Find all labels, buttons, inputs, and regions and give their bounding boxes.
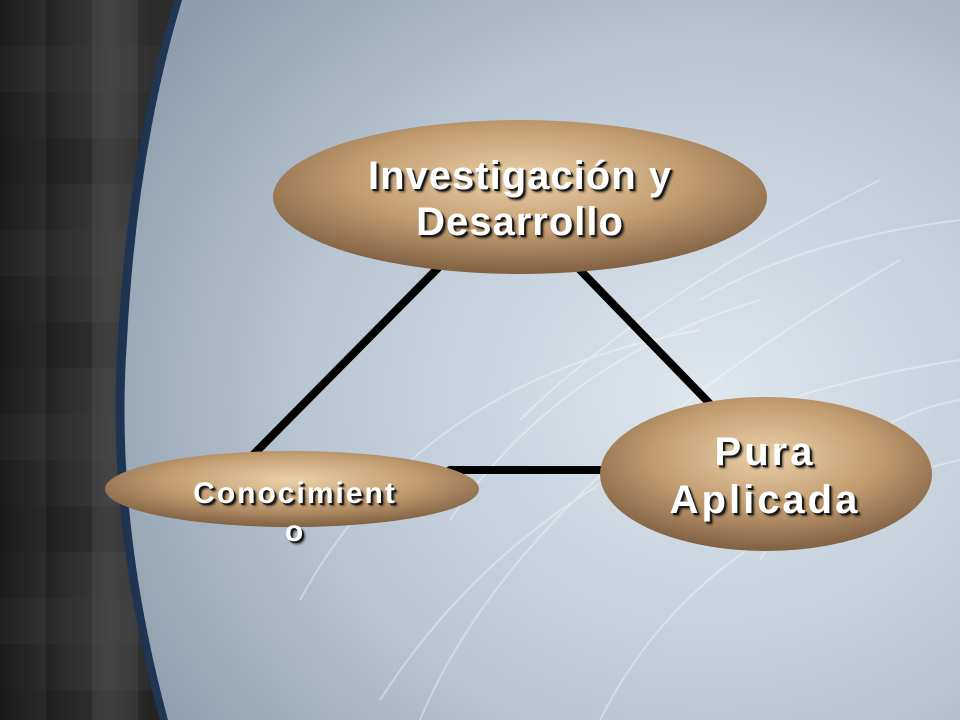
- node-conocimiento: [105, 451, 479, 527]
- node-top-label: Investigación y Desarrollo: [300, 153, 740, 245]
- node-right-label-line1: Pura: [714, 430, 816, 474]
- node-top-label-line2: Desarrollo: [416, 200, 624, 244]
- connector-top-left: [244, 264, 442, 464]
- connector-top-right: [576, 266, 718, 412]
- node-left-label: Conocimient o: [135, 475, 455, 551]
- node-left-label-line2: o: [284, 515, 306, 548]
- node-right-label-line2: Aplicada: [669, 478, 861, 522]
- node-investigacion-desarrollo: [273, 120, 767, 274]
- node-top-label-line1: Investigación y: [368, 154, 672, 198]
- node-right-label: Pura Aplicada: [620, 428, 910, 524]
- node-pura-aplicada: [600, 397, 932, 551]
- node-left-label-line1: Conocimient: [193, 477, 397, 510]
